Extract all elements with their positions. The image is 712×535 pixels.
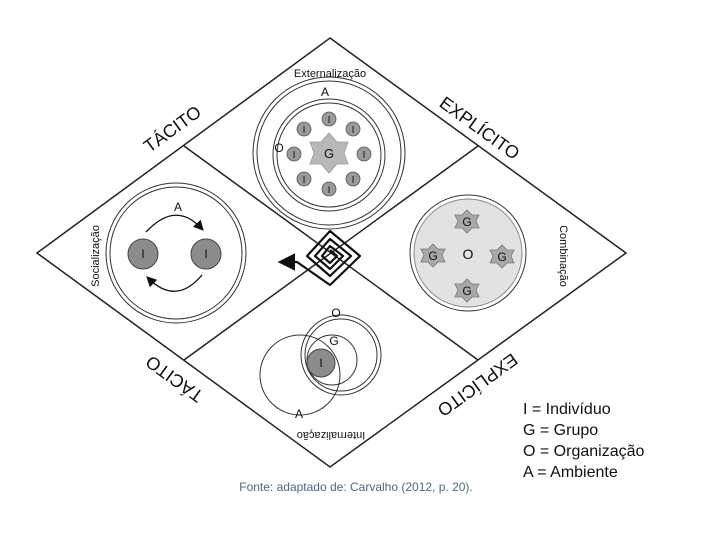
- combinacao-inner-disc: [413, 198, 523, 308]
- externalizacao-individual-nodes: I I I I I I I I: [286, 111, 372, 197]
- node-i-top-right-label: I: [352, 125, 355, 136]
- node-i-top-right: [345, 121, 361, 137]
- node-i-left-label: I: [293, 150, 296, 161]
- internalizacao-title: Internalização: [297, 429, 366, 441]
- socializacao-node-right-label: I: [204, 247, 207, 261]
- node-i-bottom-label: I: [328, 185, 331, 196]
- externalizacao-title: Externalização: [294, 68, 366, 80]
- quadrant-internalizacao: O G I A Internalização: [259, 306, 382, 441]
- node-i-top: [321, 111, 337, 127]
- node-i-bottom: [321, 181, 337, 197]
- internalizacao-circle-o-2: [304, 318, 378, 392]
- legend-item-individuo: I = Indivíduo: [523, 401, 611, 418]
- combinacao-group-stars: G G G G: [420, 209, 515, 303]
- internalizacao-label-g: G: [329, 334, 338, 348]
- node-i-top-label: I: [328, 115, 331, 126]
- diamond-outline: [35, 37, 628, 468]
- combinacao-outer-ring: [409, 194, 527, 312]
- node-i-bottom-right: [345, 171, 361, 187]
- combinacao-label-o: O: [463, 246, 474, 262]
- socializacao-label-a: A: [174, 200, 182, 214]
- legend-item-grupo: G = Grupo: [523, 422, 599, 439]
- edge-label-bottom-left: TÁCITO: [142, 351, 207, 406]
- socializacao-arrow-bottom: [146, 274, 203, 292]
- group-star-bottom: [454, 278, 480, 303]
- source-caption: Fonte: adaptado de: Carvalho (2012, p. 2…: [239, 480, 473, 494]
- edge-label-top-right: EXPLÍCITO: [436, 93, 524, 164]
- quadrant-socializacao: Socialização A I I: [90, 182, 247, 324]
- socializacao-outer-ring-2: [109, 186, 243, 320]
- node-i-top-left: [296, 121, 312, 137]
- node-i-top-left-label: I: [303, 125, 306, 136]
- externalizacao-label-o: O: [274, 141, 283, 155]
- externalizacao-middle-ring-1: [272, 98, 386, 212]
- legend-item-ambiente: A = Ambiente: [523, 464, 618, 481]
- socializacao-node-left: [127, 238, 159, 270]
- edge-label-top-left: TÁCITO: [140, 102, 205, 157]
- externalizacao-middle-ring-2: [276, 102, 382, 208]
- node-i-right-label: I: [363, 150, 366, 161]
- externalizacao-label-a: A: [321, 85, 329, 99]
- internalizacao-label-i: I: [319, 356, 322, 370]
- socializacao-node-right: [190, 238, 222, 270]
- group-star-left: [420, 243, 446, 268]
- internalizacao-node-i: [306, 348, 336, 378]
- group-star-top: [454, 209, 480, 234]
- node-i-bottom-left-label: I: [303, 175, 306, 186]
- node-i-right: [356, 146, 372, 162]
- socializacao-outer-ring-1: [105, 182, 247, 324]
- quadrant-externalizacao: Externalização A O G I I I I I I I I: [252, 68, 406, 230]
- group-star-bottom-label: G: [462, 284, 471, 298]
- internalizacao-circle-o-1: [300, 314, 382, 396]
- divider-diagonal-b: [183, 145, 479, 361]
- legend-item-organizacao: O = Organização: [523, 443, 645, 460]
- socializacao-title: Socialização: [90, 225, 102, 287]
- node-i-bottom-right-label: I: [352, 175, 355, 186]
- externalizacao-group-star: [309, 132, 349, 174]
- socializacao-node-left-label: I: [141, 247, 144, 261]
- externalizacao-outer-ring-2: [256, 80, 402, 226]
- externalizacao-outer-ring-1: [252, 76, 406, 230]
- group-star-right: [489, 244, 515, 269]
- socializacao-arrow-top: [145, 214, 204, 233]
- combinacao-title: Combinação: [557, 225, 569, 287]
- knowledge-spiral: [277, 229, 362, 287]
- spiral-path: [277, 229, 362, 287]
- externalizacao-label-g: G: [324, 146, 334, 161]
- node-i-left: [286, 146, 302, 162]
- internalizacao-label-o: O: [331, 306, 340, 320]
- internalizacao-label-a: A: [295, 407, 303, 421]
- group-star-top-label: G: [462, 215, 471, 229]
- group-star-left-label: G: [428, 249, 437, 263]
- internalizacao-circle-a: [259, 334, 341, 416]
- node-i-bottom-left: [296, 171, 312, 187]
- legend: I = Indivíduo G = Grupo O = Organização …: [523, 399, 644, 483]
- quadrant-combinacao: Combinação O G G G G: [409, 194, 569, 312]
- group-star-right-label: G: [497, 250, 506, 264]
